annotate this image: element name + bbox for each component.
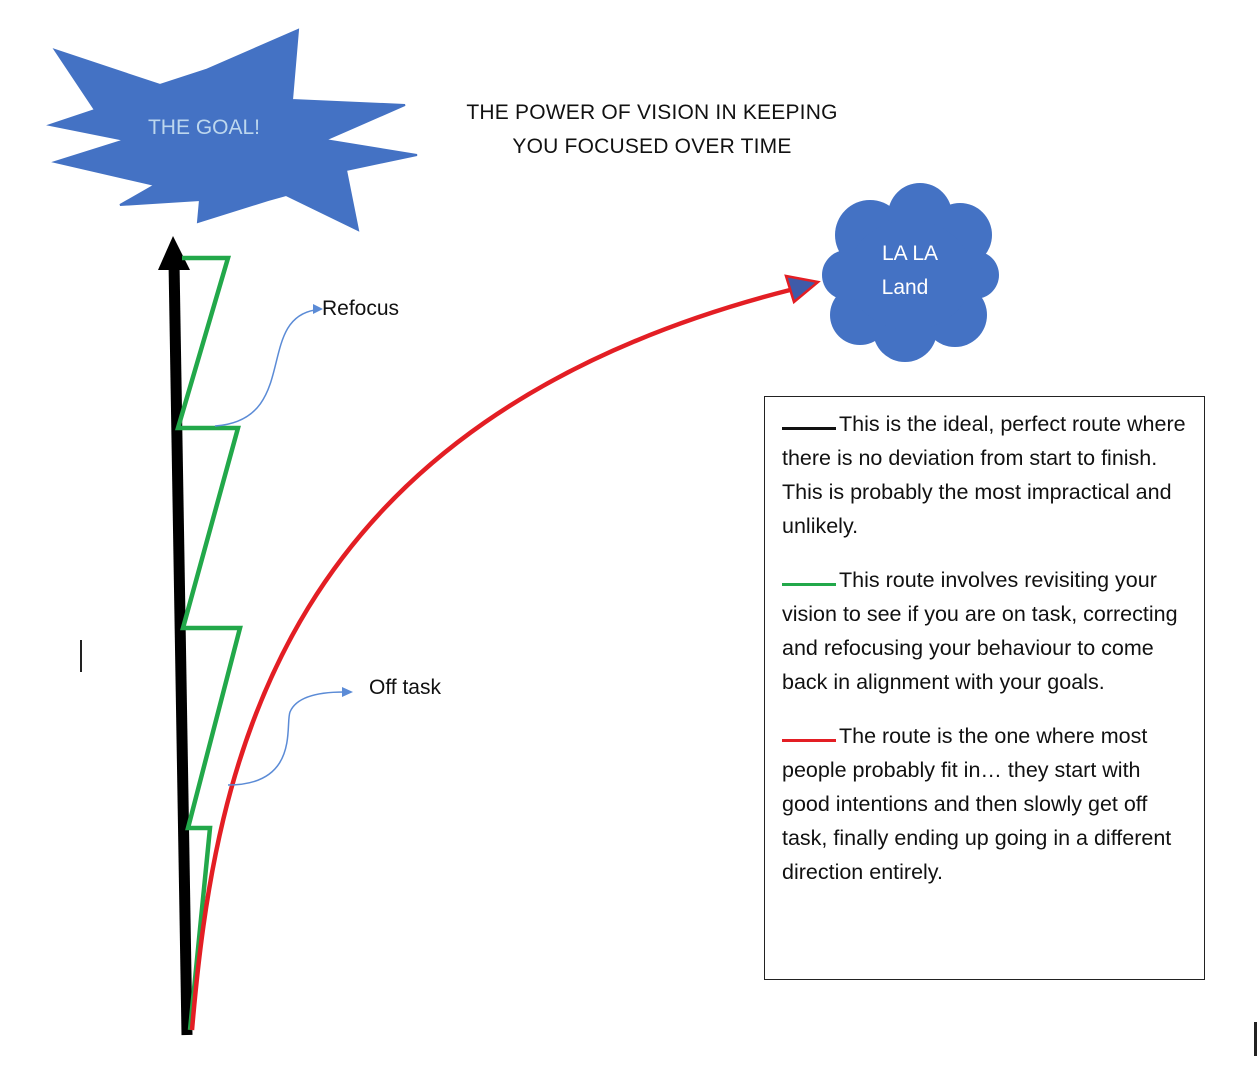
- refocus-pointer-arrowhead: [313, 304, 323, 314]
- refocus-pointer-arrow: [214, 309, 316, 427]
- off-task-route-curve: [189, 287, 791, 1031]
- legend-box: This is the ideal, perfect route where t…: [764, 396, 1205, 980]
- legend-swatch-off: [782, 738, 836, 743]
- text-cursor-left: [80, 640, 82, 672]
- refocus-route-line: [174, 255, 243, 1031]
- off-task-pointer-arrowhead: [342, 687, 353, 697]
- legend-text-ideal: This is the ideal, perfect route where t…: [782, 412, 1186, 538]
- text-cursor-right: [1254, 1022, 1257, 1056]
- ideal-route-line: [168, 261, 193, 1036]
- goal-star-label: THE GOAL!: [148, 116, 260, 139]
- legend-item-off: The route is the one where most people p…: [782, 719, 1190, 889]
- refocus-label: Refocus: [322, 297, 399, 320]
- off-task-label: Off task: [369, 676, 441, 699]
- page-title: THE POWER OF VISION IN KEEPING YOU FOCUS…: [440, 96, 864, 164]
- la-la-land-cloud: [822, 183, 999, 362]
- legend-swatch-ideal: [782, 426, 836, 431]
- goal-star: [46, 28, 418, 232]
- legend-swatch-refocus: [782, 582, 836, 587]
- legend-text-off: The route is the one where most people p…: [782, 724, 1172, 884]
- legend-item-refocus: This route involves revisiting your visi…: [782, 563, 1190, 699]
- off-task-route-arrowhead: [784, 274, 821, 305]
- cloud-label-line1: LA LA: [882, 242, 938, 265]
- cloud-label-line2: Land: [882, 276, 929, 299]
- legend-item-ideal: This is the ideal, perfect route where t…: [782, 407, 1190, 543]
- page-title-line2: YOU FOCUSED OVER TIME: [512, 135, 792, 158]
- page-title-line1: THE POWER OF VISION IN KEEPING: [466, 101, 838, 124]
- ideal-route-arrowhead: [158, 236, 190, 270]
- off-task-pointer-arrow: [227, 691, 345, 786]
- legend-text-refocus: This route involves revisiting your visi…: [782, 568, 1178, 694]
